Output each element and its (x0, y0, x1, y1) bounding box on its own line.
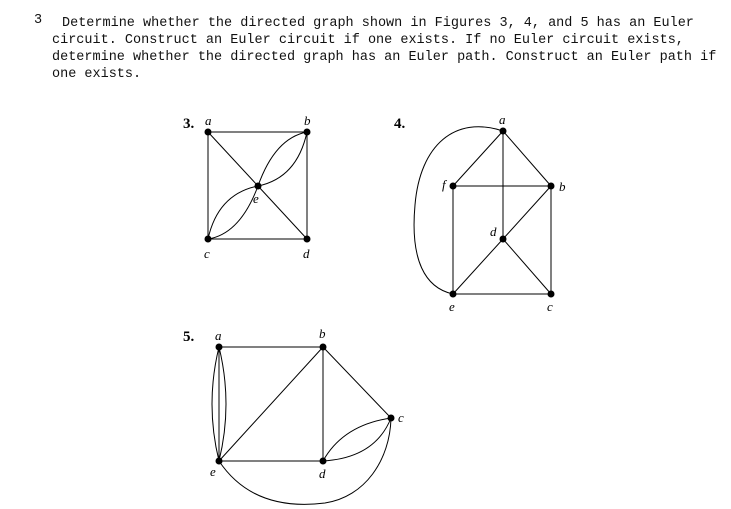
fig4-vertex-d (499, 235, 507, 243)
fig4-vertex-b (547, 182, 555, 190)
fig3-label-b: b (304, 113, 311, 128)
fig3-edge-e-c-1 (207, 185, 259, 240)
fig5-edge-a-e-left (211, 346, 220, 462)
fig4-label-c: c (547, 299, 553, 314)
fig4-edge-d-c (502, 238, 552, 295)
fig4-edge-a-f (452, 130, 504, 187)
fig5-label-e: e (210, 464, 216, 479)
fig3-label-a: a (205, 113, 212, 128)
fig3-vertex-c (204, 235, 212, 243)
figure-4-number: 4. (394, 116, 406, 132)
problem-line-1: Determine whether the directed graph sho… (62, 16, 694, 31)
fig5-edge-d-c-1 (322, 417, 392, 462)
fig4-label-e: e (449, 299, 455, 314)
fig5-edge-a-e-right (218, 346, 227, 462)
fig4-label-a: a (499, 112, 506, 127)
fig5-edge-b-c (322, 346, 392, 419)
fig5-vertex-e (215, 457, 223, 465)
fig4-vertex-a (499, 127, 507, 135)
fig5-label-a: a (215, 328, 222, 343)
fig4-vertex-e (449, 290, 457, 298)
question-number: 3 (34, 13, 43, 28)
problem-line-2: circuit. Construct an Euler circuit if o… (52, 33, 684, 48)
fig4-label-f: f (442, 177, 448, 192)
fig3-edge-e-b-2 (257, 131, 308, 187)
fig3-edge-e-d (257, 185, 308, 240)
problem-line-3: determine whether the directed graph has… (52, 50, 717, 65)
fig4-edge-a-e-arc (413, 126, 504, 295)
fig5-edge-e-c-arc (218, 417, 392, 505)
fig3-edge-e-b-1 (257, 131, 308, 187)
fig3-edge-a-e (207, 131, 259, 187)
fig5-vertex-a (215, 343, 223, 351)
problem-line-4: one exists. (52, 67, 142, 82)
figure-4: 4. a b c d e f (394, 112, 566, 314)
figure-3: 3. a b c d e (183, 113, 311, 261)
figure-3-number: 3. (183, 116, 195, 132)
figure-5: 5. a b c d e (183, 326, 404, 505)
fig3-edge-e-c-2 (207, 185, 259, 240)
fig3-vertex-d (303, 235, 311, 243)
fig3-label-d: d (303, 246, 310, 261)
fig3-label-e: e (253, 191, 259, 206)
fig4-label-b: b (559, 179, 566, 194)
fig5-vertex-b (319, 343, 327, 351)
figure-5-number: 5. (183, 329, 195, 345)
fig3-vertex-a (204, 128, 212, 136)
fig4-edge-a-b (502, 130, 552, 187)
fig3-label-c: c (204, 246, 210, 261)
fig3-vertex-b (303, 128, 311, 136)
problem-statement: 3 Determine whether the directed graph s… (0, 0, 731, 100)
fig4-label-d: d (490, 224, 497, 239)
fig4-vertex-f (449, 182, 457, 190)
fig5-vertex-c (387, 414, 395, 422)
fig5-label-b: b (319, 326, 326, 341)
fig5-edge-d-c-2 (322, 417, 392, 462)
fig3-vertex-e (254, 182, 262, 190)
fig4-edge-d-e (452, 238, 504, 295)
fig4-vertex-c (547, 290, 555, 298)
fig5-edge-b-e (218, 346, 324, 462)
fig5-label-c: c (398, 410, 404, 425)
fig5-label-d: d (319, 466, 326, 481)
fig5-vertex-d (319, 457, 327, 465)
fig4-edge-b-d (502, 185, 552, 240)
